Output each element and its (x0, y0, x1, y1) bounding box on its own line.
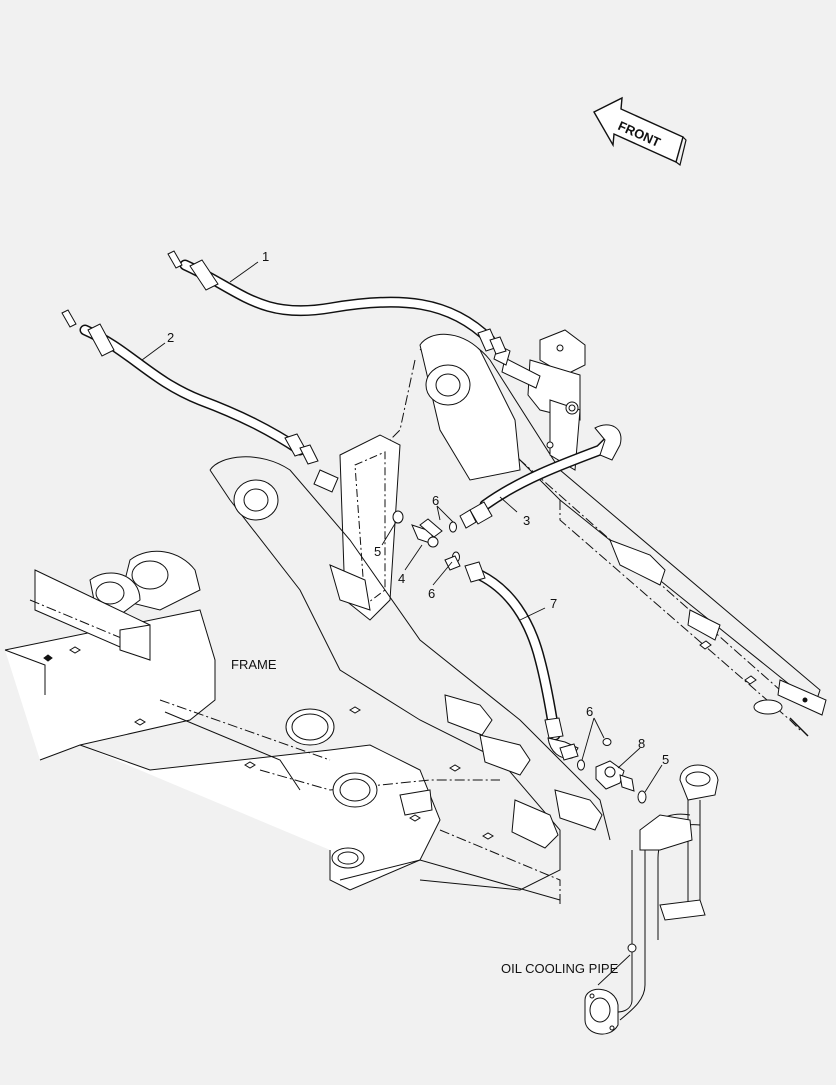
main-frame (4, 456, 611, 905)
valve-block (493, 329, 586, 471)
callout-5-lower: 5 (662, 752, 669, 767)
center-bracket (329, 333, 521, 621)
callout-8: 8 (638, 736, 645, 751)
fittings-group (392, 510, 461, 571)
callout-6-lower: 6 (586, 704, 593, 719)
oil-cooling-pipe (584, 764, 719, 1035)
hose-7 (464, 561, 579, 761)
frame-label: FRAME (231, 657, 277, 672)
callout-1: 1 (262, 249, 269, 264)
callout-5-upper: 5 (374, 544, 381, 559)
o-ring-6-lower-right (577, 759, 585, 771)
o-ring-5-lower (637, 790, 647, 804)
callout-3: 3 (523, 513, 530, 528)
hose-3 (459, 424, 622, 529)
right-frame-rail (359, 337, 827, 737)
hose-2 (61, 309, 339, 493)
o-ring-5-upper (392, 510, 404, 524)
callout-6-upper: 6 (432, 493, 439, 508)
o-ring-6-upper (449, 521, 457, 533)
front-direction-arrow: FRONT (593, 96, 687, 167)
callout-7: 7 (550, 596, 557, 611)
leader-lines (141, 261, 663, 986)
callout-2: 2 (167, 330, 174, 345)
oil-cooling-pipe-label: OIL COOLING PIPE (501, 961, 619, 976)
callout-6-middle: 6 (428, 586, 435, 601)
o-ring-6-top-right (602, 738, 612, 746)
callout-4: 4 (398, 571, 405, 586)
fittings-group-lower (577, 738, 647, 804)
callouts: 1 2 3 4 5 5 6 6 6 7 8 (167, 249, 669, 767)
hose-1 (167, 250, 507, 355)
